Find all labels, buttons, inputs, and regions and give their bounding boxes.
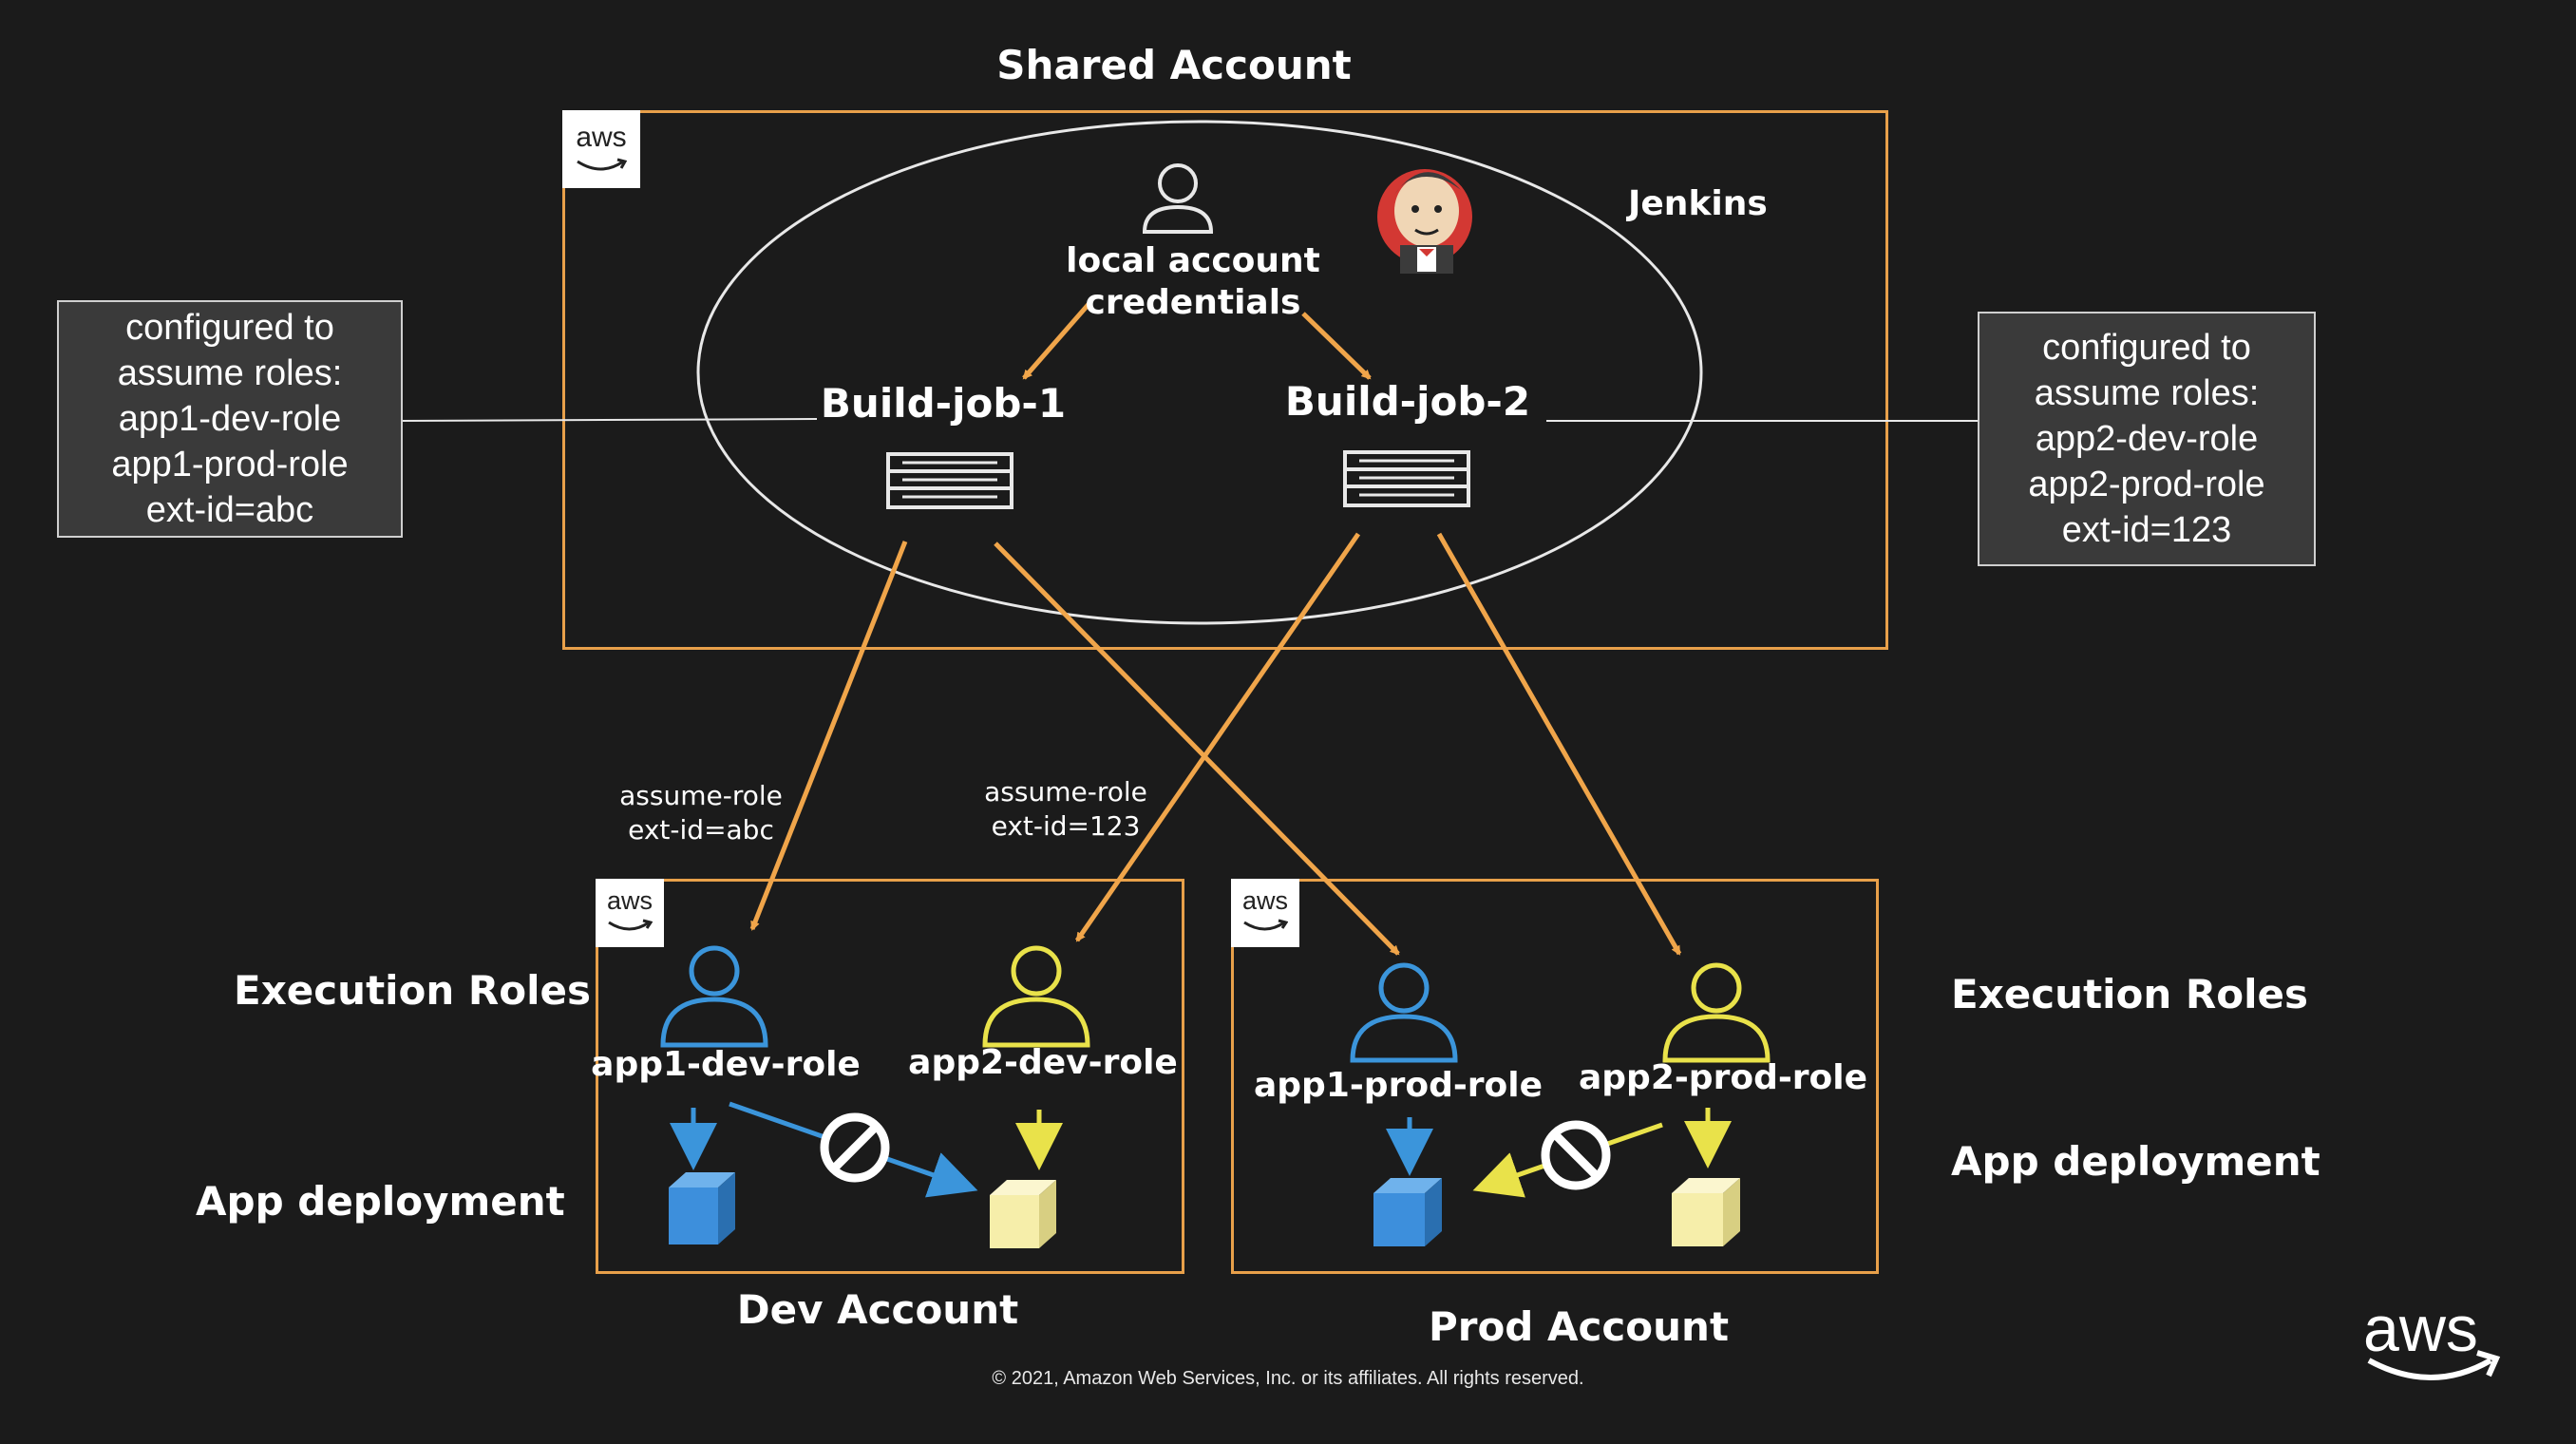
aws-badge-dev: aws bbox=[596, 879, 664, 947]
job1-to-app1-prod-arrow bbox=[994, 542, 1400, 956]
app2-prod-role-label: app2-prod-role bbox=[1578, 1058, 1868, 1097]
copyright-notice: © 2021, Amazon Web Services, Inc. or its… bbox=[992, 1368, 1584, 1389]
job2-to-app2-prod-arrow bbox=[1436, 532, 1682, 956]
left-config-note: configured to assume roles: app1-dev-rol… bbox=[57, 300, 403, 538]
app1-prod-role-label: app1-prod-role bbox=[1253, 1066, 1544, 1105]
note-line: ext-id=abc bbox=[145, 490, 314, 530]
dev-account-box bbox=[596, 879, 1184, 1274]
app1-dev-role-label: app1-dev-role bbox=[591, 1045, 861, 1084]
aws-badge-text: aws bbox=[606, 886, 653, 915]
aws-smile-icon bbox=[577, 158, 627, 171]
user-icon-app1-dev bbox=[660, 945, 768, 1048]
aws-smile-icon bbox=[608, 919, 653, 931]
app2-dev-role-label: app2-dev-role bbox=[908, 1043, 1178, 1082]
app-deployment-label-right: App deployment bbox=[1951, 1138, 2320, 1185]
aws-badge-shared: aws bbox=[562, 110, 640, 188]
shared-account-box bbox=[562, 110, 1888, 650]
local-credentials-label-line1: local account bbox=[1066, 241, 1320, 280]
note-line: app2-dev-role bbox=[2035, 419, 2259, 459]
execution-roles-label-right: Execution Roles bbox=[1951, 971, 2308, 1017]
user-icon-app2-prod bbox=[1662, 962, 1771, 1063]
server-icon-job2 bbox=[1343, 450, 1470, 507]
app-deployment-label-left: App deployment bbox=[196, 1178, 565, 1225]
aws-badge-text: aws bbox=[1241, 886, 1288, 915]
user-icon-app2-dev bbox=[982, 945, 1090, 1048]
cube-icon-app2-dev bbox=[990, 1180, 1056, 1248]
prod-account-title: Prod Account bbox=[1428, 1303, 1730, 1350]
aws-badge-prod: aws bbox=[1231, 879, 1299, 947]
note-line: configured to bbox=[2042, 328, 2251, 368]
shared-account-title: Shared Account bbox=[996, 42, 1352, 88]
note-line: configured to bbox=[125, 308, 334, 348]
job2-to-app2-dev-arrow bbox=[1074, 532, 1361, 942]
aws-logo: aws bbox=[2363, 1293, 2478, 1365]
server-icon-job1 bbox=[886, 452, 1013, 509]
assume-role-label-left: assume-role ext-id=abc bbox=[619, 779, 783, 847]
edge-label-line: ext-id=123 bbox=[991, 810, 1141, 842]
job1-to-app1-dev-arrow bbox=[749, 541, 908, 931]
jenkins-label: Jenkins bbox=[1628, 184, 1768, 223]
user-icon-local-account bbox=[1142, 163, 1214, 234]
execution-roles-label-left: Execution Roles bbox=[234, 967, 591, 1014]
edge-label-line: assume-role bbox=[619, 780, 783, 811]
jenkins-scope-ellipse bbox=[696, 120, 1703, 625]
aws-logo-smile-icon bbox=[2367, 1350, 2501, 1380]
cube-icon-app2-prod bbox=[1672, 1178, 1740, 1246]
local-credentials-label-line2: credentials bbox=[1085, 283, 1301, 322]
assume-role-label-right: assume-role ext-id=123 bbox=[984, 775, 1147, 844]
note-line: ext-id=123 bbox=[2061, 510, 2232, 550]
note-line: assume roles: bbox=[117, 353, 343, 393]
jenkins-logo-icon bbox=[1377, 169, 1472, 274]
cube-icon-app1-prod bbox=[1373, 1178, 1442, 1246]
credentials-to-job2-arrow bbox=[1301, 312, 1372, 380]
left-note-connector bbox=[398, 418, 818, 422]
dev-account-title: Dev Account bbox=[736, 1286, 1019, 1333]
user-icon-app1-prod bbox=[1350, 962, 1458, 1063]
aws-smile-icon bbox=[1243, 919, 1288, 931]
build-job-2-label: Build-job-2 bbox=[1284, 378, 1531, 425]
note-line: app1-dev-role bbox=[118, 399, 342, 439]
credentials-to-job1-arrow bbox=[1022, 300, 1092, 380]
build-job-1-label: Build-job-1 bbox=[820, 380, 1067, 427]
prod-account-box bbox=[1231, 879, 1879, 1274]
prohibited-icon-prod bbox=[1541, 1120, 1611, 1190]
note-line: app2-prod-role bbox=[2028, 465, 2265, 504]
note-line: app1-prod-role bbox=[111, 445, 349, 484]
right-config-note: configured to assume roles: app2-dev-rol… bbox=[1978, 312, 2316, 566]
edge-label-line: assume-role bbox=[984, 776, 1147, 808]
note-line: assume roles: bbox=[2034, 373, 2260, 413]
aws-badge-text: aws bbox=[576, 122, 627, 153]
cube-icon-app1-dev bbox=[669, 1172, 735, 1244]
prohibited-icon-dev bbox=[820, 1112, 890, 1183]
edge-label-line: ext-id=abc bbox=[628, 814, 774, 846]
